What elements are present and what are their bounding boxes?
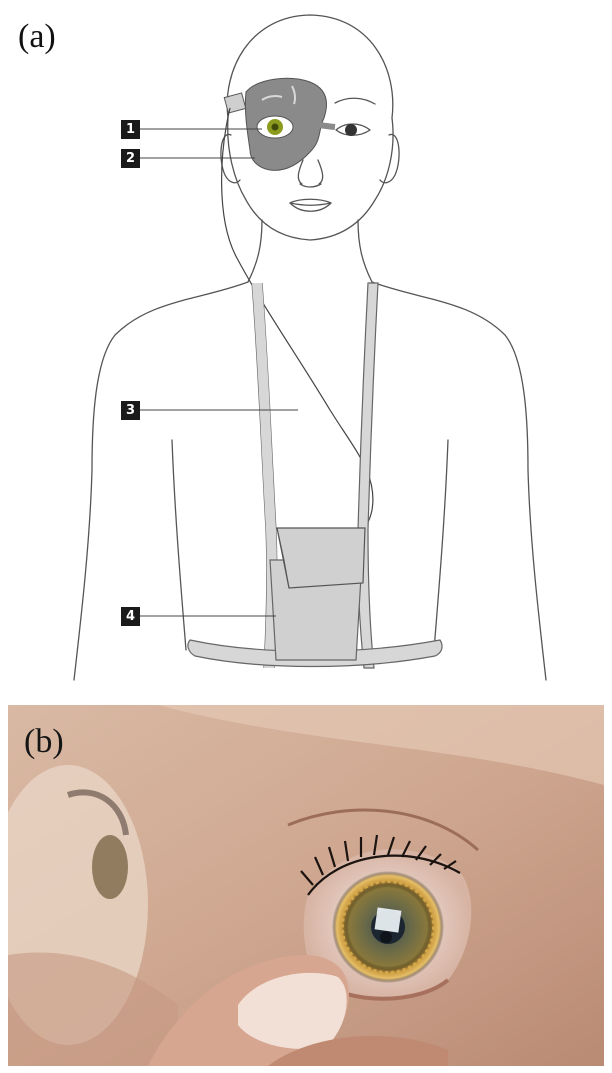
pouch-flap: [277, 528, 365, 588]
cable: [222, 108, 373, 540]
left-shoulder: [74, 282, 248, 680]
callout-2: 2: [121, 149, 140, 168]
panel-b-label: (b): [24, 725, 64, 759]
right-underarm: [434, 440, 448, 650]
neck: [248, 220, 372, 282]
strap-right: [358, 283, 378, 668]
panel-b-photo: (b): [8, 705, 604, 1066]
eye-pupil: [345, 124, 357, 136]
nose: [298, 160, 322, 187]
right-shoulder: [372, 282, 546, 680]
eye-photo: [8, 705, 604, 1066]
left-underarm: [172, 440, 186, 650]
callout-1: 1: [121, 120, 140, 139]
panel-a-label: (a): [18, 20, 56, 54]
callout-4: 4: [121, 607, 140, 626]
body-illustration: [0, 0, 612, 700]
callout-3: 3: [121, 401, 140, 420]
eyebrow: [335, 98, 375, 104]
panel-a-diagram: (a) 1 2 3 4: [0, 0, 612, 700]
right-ear: [380, 134, 399, 182]
